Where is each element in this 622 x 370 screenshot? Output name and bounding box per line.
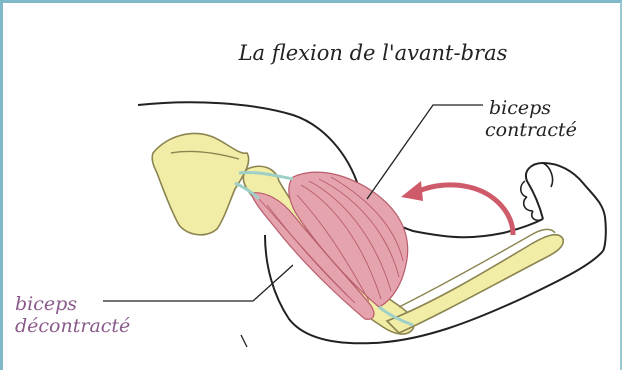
label-biceps-decontracte-line2: décontracté — [15, 315, 130, 337]
motion-arrow-head — [401, 181, 423, 201]
flexion-motion-arrow — [419, 185, 513, 235]
leader-line-decontracte — [103, 265, 293, 301]
leader-line-decontracte-tick — [241, 335, 247, 347]
label-biceps-contracte-line2: contracté — [485, 119, 577, 141]
diagram-title: La flexion de l'avant-bras — [183, 41, 563, 65]
scapula-bone — [152, 134, 248, 235]
hand-fingers — [521, 163, 553, 220]
label-biceps-contracte-line1: biceps — [489, 97, 577, 119]
ulna-bone — [399, 229, 555, 307]
label-biceps-decontracte-line1: biceps — [15, 293, 130, 315]
hand-outline — [526, 163, 606, 251]
label-biceps-contracte: biceps contracté — [489, 97, 577, 141]
label-biceps-decontracte: biceps décontracté — [15, 293, 130, 337]
